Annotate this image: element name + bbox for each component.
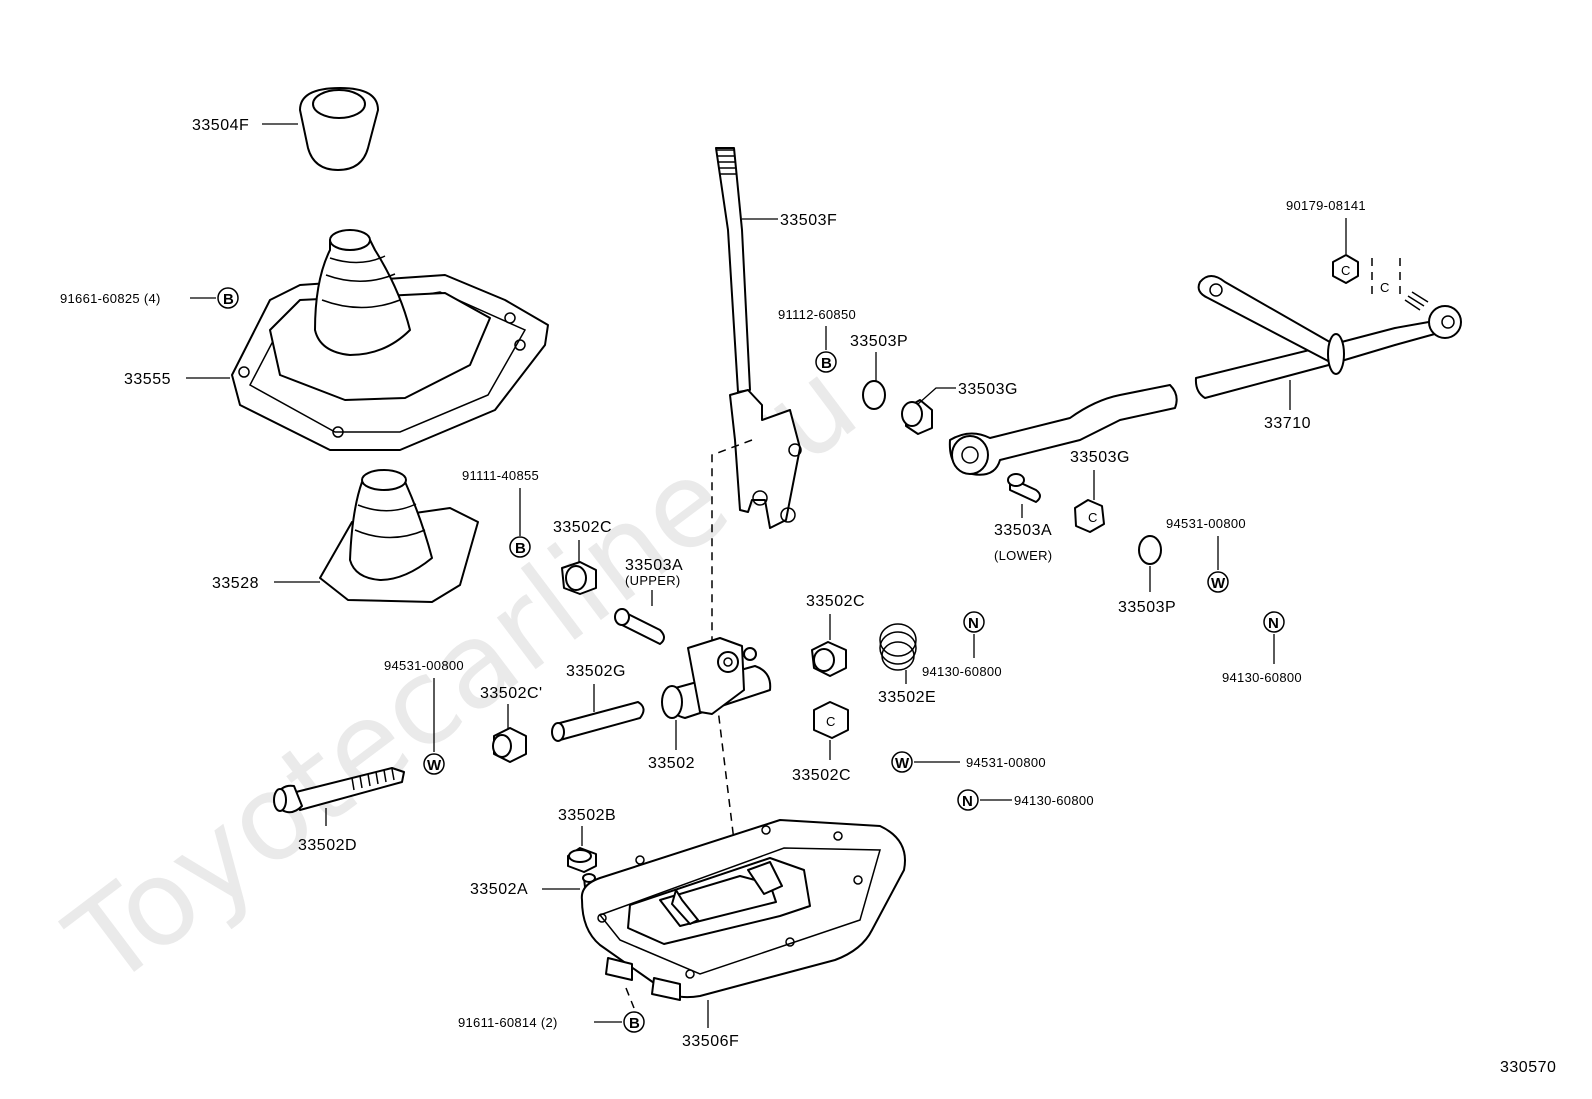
pin-33502g[interactable] bbox=[551, 701, 645, 742]
label-33555: 33555 bbox=[124, 371, 171, 388]
bushing-33502c-low[interactable]: C bbox=[813, 701, 849, 739]
label-94130-60800-center2: 94130-60800 bbox=[1014, 793, 1094, 808]
label-33502e: 33502E bbox=[878, 689, 936, 706]
label-91112-60850: 91112-60850 bbox=[778, 307, 856, 322]
svg-text:B: B bbox=[223, 291, 234, 308]
label-94130-60800-center: 94130-60800 bbox=[922, 664, 1002, 679]
retainer-plate-33506f[interactable] bbox=[580, 819, 906, 1001]
inner-shift-boot[interactable] bbox=[319, 469, 479, 603]
label-33503a-upper-note: (UPPER) bbox=[625, 573, 681, 588]
nut-90179-08141[interactable]: C bbox=[1332, 254, 1359, 284]
svg-text:B: B bbox=[821, 355, 832, 372]
label-33502b: 33502B bbox=[558, 807, 616, 824]
label-94531-00800-right: 94531-00800 bbox=[1166, 516, 1246, 531]
label-91661-60825: 91661-60825 (4) bbox=[60, 291, 161, 306]
spring-33502e[interactable] bbox=[879, 623, 917, 671]
svg-text:W: W bbox=[895, 755, 910, 772]
label-33502: 33502 bbox=[648, 755, 695, 772]
bolt-33502d[interactable] bbox=[273, 767, 405, 814]
svg-text:N: N bbox=[962, 793, 973, 810]
svg-text:B: B bbox=[629, 1015, 640, 1032]
figure-id: 330570 bbox=[1500, 1059, 1556, 1076]
label-33502c-mid: 33502C bbox=[806, 593, 865, 610]
label-33503f: 33503F bbox=[780, 212, 837, 229]
label-94531-00800-left: 94531-00800 bbox=[384, 658, 464, 673]
label-33503a-lower: 33503A bbox=[994, 522, 1052, 539]
bushing-33503g-upper[interactable] bbox=[901, 399, 933, 435]
bolt-symbol-4: B bbox=[623, 1011, 645, 1033]
nut-guide-lines bbox=[1371, 258, 1401, 298]
svg-text:B: B bbox=[515, 540, 526, 557]
bushing-33502b[interactable] bbox=[567, 847, 597, 873]
label-91111-40855: 91111-40855 bbox=[462, 468, 539, 483]
svg-text:N: N bbox=[968, 615, 979, 632]
nut-symbol-center2: N bbox=[957, 789, 979, 811]
nut-symbol-center: N bbox=[963, 611, 985, 633]
nut-symbol-right: N bbox=[1263, 611, 1285, 633]
svg-text:C: C bbox=[1380, 280, 1390, 295]
svg-text:N: N bbox=[1268, 615, 1279, 632]
label-33504f: 33504F bbox=[192, 117, 249, 134]
bushing-33502c-top[interactable] bbox=[561, 561, 597, 595]
svg-text:W: W bbox=[1211, 575, 1226, 592]
bushing-33503p-upper[interactable] bbox=[862, 380, 886, 410]
label-91611-60814: 91611-60814 (2) bbox=[458, 1015, 558, 1030]
shift-housing-33502[interactable] bbox=[661, 637, 772, 719]
pin-33503a-upper[interactable] bbox=[614, 608, 665, 645]
washer-symbol-right: W bbox=[1207, 571, 1229, 593]
label-33502c-top: 33502C bbox=[553, 519, 612, 536]
label-33502c-left: 33502C' bbox=[480, 685, 543, 702]
shift-lever[interactable] bbox=[715, 147, 802, 529]
label-33502g: 33502G bbox=[566, 663, 626, 680]
label-33506f: 33506F bbox=[682, 1033, 739, 1050]
bolt-symbol-3: B bbox=[815, 351, 837, 373]
bushing-33502c-mid[interactable] bbox=[811, 641, 847, 677]
shift-knob[interactable] bbox=[299, 87, 379, 171]
label-33503a-lower-note: (LOWER) bbox=[994, 548, 1052, 563]
screw-guide-line bbox=[625, 987, 635, 1009]
bushing-33502c-left[interactable] bbox=[492, 727, 527, 763]
label-33502d: 33502D bbox=[298, 837, 357, 854]
svg-text:C: C bbox=[826, 714, 836, 729]
label-33503p-lower: 33503P bbox=[1118, 599, 1176, 616]
svg-text:C: C bbox=[1341, 263, 1351, 278]
bushing-33503p-lower[interactable] bbox=[1138, 535, 1162, 565]
alignment-line bbox=[711, 439, 753, 891]
outer-shift-boot[interactable] bbox=[231, 229, 549, 451]
svg-text:W: W bbox=[427, 757, 442, 774]
washer-symbol-left: W bbox=[423, 753, 445, 775]
label-33503g-upper: 33503G bbox=[958, 381, 1018, 398]
label-33710: 33710 bbox=[1264, 415, 1311, 432]
washer-symbol-center: W bbox=[891, 751, 913, 773]
label-33502a: 33502A bbox=[470, 881, 528, 898]
label-33503p-upper: 33503P bbox=[850, 333, 908, 350]
label-33503a-upper: 33503A bbox=[625, 557, 683, 574]
label-33502c-low: 33502C bbox=[792, 767, 851, 784]
bolt-symbol-2: B bbox=[509, 536, 531, 558]
bushing-33503g-lower[interactable]: C bbox=[1074, 499, 1105, 533]
svg-text:C: C bbox=[1088, 510, 1098, 525]
label-90179-08141: 90179-08141 bbox=[1286, 198, 1366, 213]
label-94130-60800-right: 94130-60800 bbox=[1222, 670, 1302, 685]
label-94531-00800-center: 94531-00800 bbox=[966, 755, 1046, 770]
label-33503g-lower: 33503G bbox=[1070, 449, 1130, 466]
pin-33503a-lower[interactable] bbox=[1007, 473, 1041, 503]
label-33528: 33528 bbox=[212, 575, 259, 592]
shift-rod[interactable] bbox=[948, 275, 1462, 476]
bolt-symbol-1: B bbox=[217, 287, 239, 309]
